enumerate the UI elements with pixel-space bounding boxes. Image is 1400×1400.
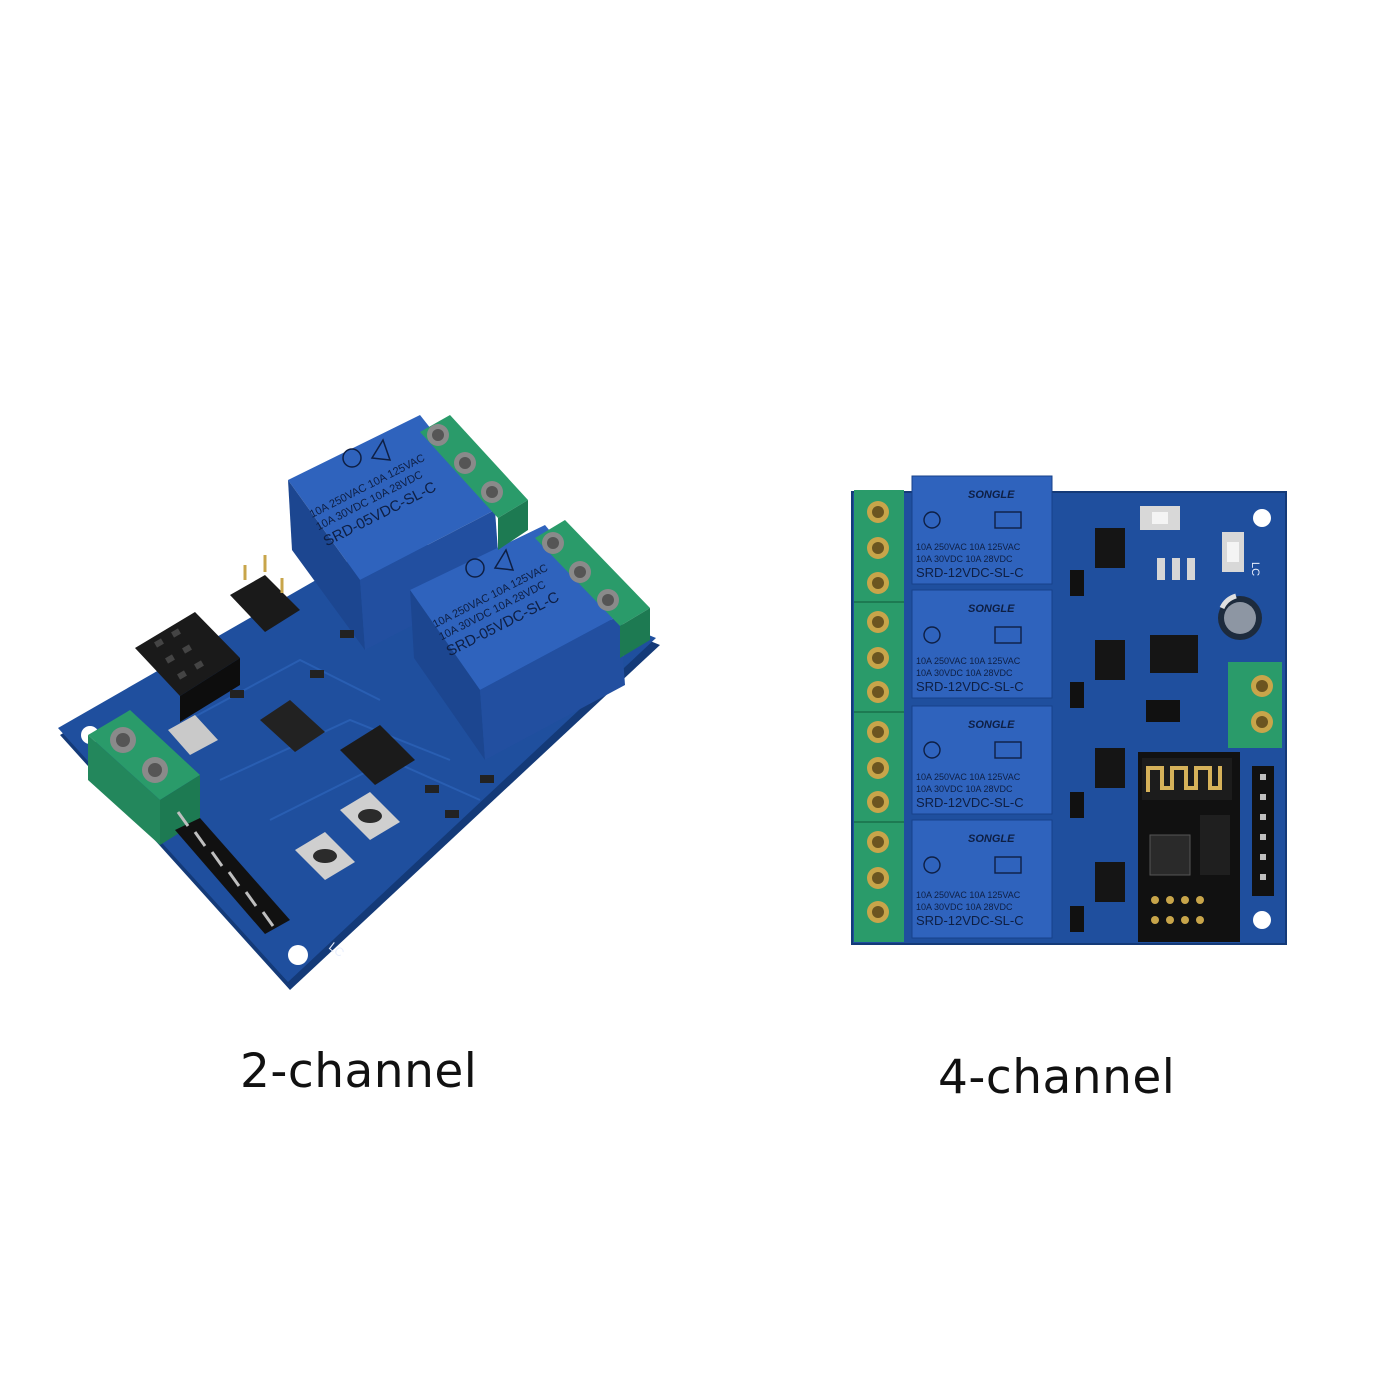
relay-ch2-rating-line1: 10A 250VAC 10A 125VAC <box>916 656 1021 666</box>
relay-ch4-brand: SONGLE <box>968 833 1015 845</box>
relay-ch3-brand: SONGLE <box>968 719 1015 731</box>
terminal-block-1 <box>420 415 528 550</box>
electrolytic-capacitor <box>1218 593 1262 640</box>
terminal-block-2 <box>535 520 650 658</box>
jumper-header <box>230 555 300 632</box>
push-button-s2 <box>340 792 400 840</box>
two-channel-board-photo: 10A 250VAC 10A 125VAC 10A 30VDC 10A 28VD… <box>50 400 670 1000</box>
board-mark: LC <box>1249 562 1261 576</box>
relay-ch3-rating-line2: 10A 30VDC 10A 28VDC <box>916 784 1013 794</box>
signal-pin-header <box>1252 766 1274 896</box>
relay-ch4-rating-line1: 10A 250VAC 10A 125VAC <box>916 890 1021 900</box>
esp-01-wifi-module <box>1138 752 1240 942</box>
push-button-s2 <box>1140 506 1180 530</box>
voltage-regulator <box>260 700 325 752</box>
relay-ch3: SONGLE 10A 250VAC 10A 125VAC 10A 30VDC 1… <box>911 705 1053 815</box>
relay-ch2-rating-line2: 10A 30VDC 10A 28VDC <box>916 668 1013 678</box>
relay-ch1: SONGLE 10A 250VAC 10A 125VAC 10A 30VDC 1… <box>911 475 1053 585</box>
relay-ch1-model: SRD-12VDC-SL-C <box>916 565 1024 580</box>
relay-ch2-brand: SONGLE <box>968 603 1015 615</box>
relay-ch1-brand: SONGLE <box>968 489 1015 501</box>
relay-ch2-model: SRD-12VDC-SL-C <box>916 679 1024 694</box>
four-channel-board-illustration: SONGLE 10A 250VAC 10A 125VAC 10A 30VDC 1… <box>851 475 1287 945</box>
microcontroller-chip <box>340 725 415 785</box>
relay-1: 10A 250VAC 10A 125VAC 10A 30VDC 10A 28VD… <box>288 415 500 650</box>
optocouplers <box>1095 528 1125 902</box>
jumper-header <box>1146 700 1180 722</box>
power-terminal-block <box>88 710 200 845</box>
relay-ch4-rating-line2: 10A 30VDC 10A 28VDC <box>916 902 1013 912</box>
caption-4-channel: 4-channel <box>938 1050 1176 1105</box>
relay-ch1-rating-line1: 10A 250VAC 10A 125VAC <box>916 542 1021 552</box>
four-channel-board-photo: SONGLE 10A 250VAC 10A 125VAC 10A 30VDC 1… <box>850 470 1290 950</box>
relay-ch4: SONGLE 10A 250VAC 10A 125VAC 10A 30VDC 1… <box>911 819 1053 939</box>
fuse <box>168 715 218 755</box>
relay-ch3-rating-line1: 10A 250VAC 10A 125VAC <box>916 772 1021 782</box>
push-button-s1 <box>295 832 355 880</box>
signal-pin-header <box>175 811 290 934</box>
power-terminal-block <box>1228 662 1282 748</box>
relay-terminal-strip <box>854 490 904 942</box>
esp-socket-header <box>135 612 240 722</box>
two-channel-board-illustration: 10A 250VAC 10A 125VAC 10A 30VDC 10A 28VD… <box>58 415 660 990</box>
relay-ch3-model: SRD-12VDC-SL-C <box>916 795 1024 810</box>
relay-ch4-model: SRD-12VDC-SL-C <box>916 913 1024 928</box>
push-button-s1 <box>1222 532 1244 572</box>
microcontroller-chip <box>1150 635 1198 673</box>
relay-ch1-rating-line2: 10A 30VDC 10A 28VDC <box>916 554 1013 564</box>
caption-2-channel: 2-channel <box>240 1044 478 1099</box>
relay-ch2: SONGLE 10A 250VAC 10A 125VAC 10A 30VDC 1… <box>911 589 1053 699</box>
